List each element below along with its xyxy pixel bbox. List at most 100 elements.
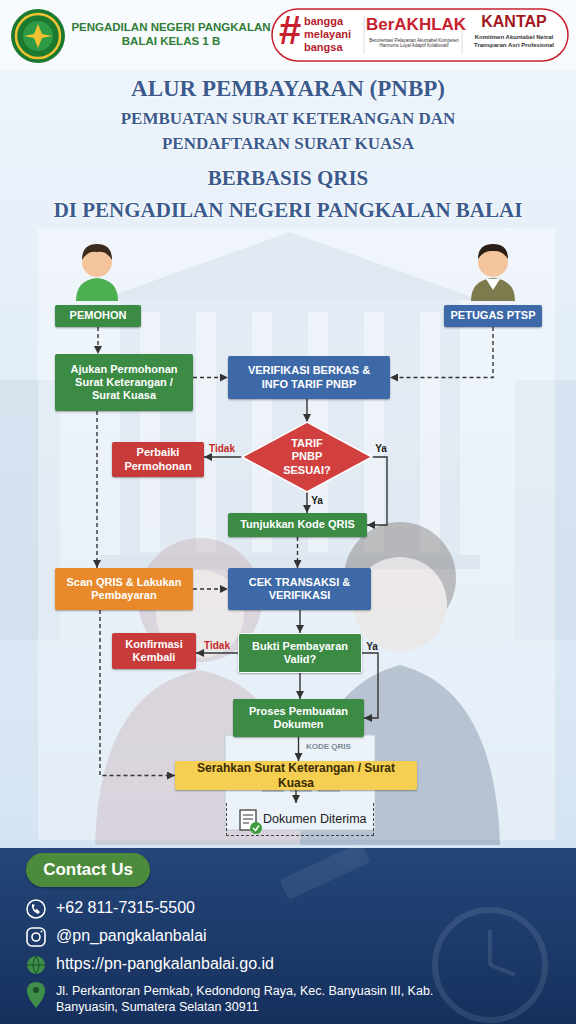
node-text: PEMOHON xyxy=(70,309,127,322)
slogan-badge xyxy=(364,16,365,54)
edge-label: Ya xyxy=(311,495,323,506)
edge-label: Tidak xyxy=(209,443,235,454)
applicant-icon xyxy=(82,244,112,260)
node-text: Contact Us xyxy=(43,860,133,880)
applicant-icon xyxy=(76,278,118,301)
flow-arrow xyxy=(367,457,387,525)
org-name: PENGADILAN NEGERI PANGKALAN BALAI KELAS … xyxy=(66,20,276,49)
slogan-badge xyxy=(272,9,568,61)
flow-arrow xyxy=(306,399,307,422)
slogan-title: BerAKHLAK xyxy=(366,15,462,35)
contact-pill: Contact Us xyxy=(26,853,150,887)
node-text: VERIFIKASI BERKAS & INFO TARIF PNBP xyxy=(234,364,384,390)
role-label: PEMOHON xyxy=(55,305,141,327)
sky-background xyxy=(0,0,576,850)
node-text: Konfirmasi Kembali xyxy=(118,638,190,664)
process-box: Scan QRIS & Lakukan Pembayaran xyxy=(55,568,193,610)
process-box: CEK TRANSAKSI & VERIFIKASI xyxy=(228,568,371,610)
edge-label: Tidak xyxy=(204,640,230,651)
contact-phone: +62 811-7315-5500 xyxy=(56,899,456,917)
contact-icons xyxy=(32,904,40,914)
process-box: Tunjukkan Kode QRIS xyxy=(228,513,367,537)
slogan-hash: # xyxy=(279,10,305,50)
document-icon xyxy=(243,815,253,816)
footer-band xyxy=(490,965,515,975)
contact-icons xyxy=(27,900,45,1008)
node-text: Ajukan Permohonan Surat Keterangan / Sur… xyxy=(61,363,187,403)
officer-icon xyxy=(471,278,515,301)
document-icon xyxy=(243,823,249,824)
slogan-tagline: Komitmen Akuntabel Netral Transparan Asr… xyxy=(468,34,560,50)
node-text: Serahkan Surat Keterangan / Surat Kuasa xyxy=(181,761,411,790)
node-text: Tunjukkan Kode QRIS xyxy=(240,518,355,531)
contact-icons xyxy=(27,956,45,974)
contact-icons xyxy=(32,933,40,941)
flow-arrow xyxy=(299,673,300,699)
slogan-text: bangga melayani bangsa xyxy=(304,15,366,54)
contact-website: https://pn-pangkalanbalai.go.id xyxy=(56,955,456,973)
contact-instagram: @pn_pangkalanbalai xyxy=(56,927,456,945)
contact-icons xyxy=(27,956,45,974)
flow-arrow xyxy=(299,610,300,633)
flow-arrow xyxy=(204,456,242,457)
process-box: Perbaiki Permohonan xyxy=(112,442,204,477)
officer-icon xyxy=(486,279,500,290)
footer-band xyxy=(488,930,492,965)
subtitle: BERBASIS QRIS xyxy=(0,166,576,190)
role-label: PETUGAS PTSP xyxy=(444,305,542,327)
officer-icon xyxy=(478,244,508,259)
document-icon xyxy=(253,826,259,831)
contact-icons xyxy=(33,987,39,993)
process-box: Konfirmasi Kembali xyxy=(112,633,196,669)
contact-icons xyxy=(27,900,45,918)
flow-arrow xyxy=(390,327,493,378)
flow-arrow xyxy=(362,653,378,718)
court-logo xyxy=(11,9,65,63)
court-logo xyxy=(16,14,60,58)
edge-label: Ya xyxy=(375,443,387,454)
document-icon xyxy=(250,822,262,834)
decision-diamond: TARIF PNBP SESUAI? xyxy=(242,422,372,492)
document-icon xyxy=(243,819,253,820)
diamond-shape xyxy=(242,422,372,492)
node-text: CEK TRANSAKSI & VERIFIKASI xyxy=(234,576,365,602)
flow-arrow xyxy=(196,652,238,653)
end-box: Dokumen Diterima xyxy=(226,803,374,836)
flow-arrow xyxy=(298,737,299,761)
applicant-icon xyxy=(76,244,118,301)
node-text: Proses Pembuatan Dokumen xyxy=(239,705,358,731)
process-box: Proses Pembuatan Dokumen xyxy=(233,699,364,737)
document-icon xyxy=(240,810,262,834)
title-text: ALUR PEMBAYARAN (PNBP) xyxy=(0,76,576,102)
node-text: Scan QRIS & Lakukan Pembayaran xyxy=(61,576,187,602)
flow-arrow xyxy=(295,790,296,803)
footer-band xyxy=(280,842,371,900)
footer-band xyxy=(0,842,576,1024)
officer-icon xyxy=(471,244,515,301)
watermark-text: KODE QRIS xyxy=(306,742,376,751)
contact-address: Jl. Perkantoran Pemkab, Kedondong Raya, … xyxy=(56,983,476,1015)
subtitle: DI PENGADILAN NEGERI PANGKALAN BALAI xyxy=(0,198,576,222)
court-logo xyxy=(23,21,53,51)
slogan-tagline: Berorientasi Pelayanan Akuntabel Kompete… xyxy=(368,38,460,49)
slogan-badge xyxy=(272,9,568,61)
court-logo xyxy=(24,24,52,48)
process-box: Ajukan Permohonan Surat Keterangan / Sur… xyxy=(55,354,193,411)
slogan-title: KANTAP xyxy=(466,13,562,31)
flow-arrow xyxy=(306,492,307,513)
contact-icons xyxy=(27,982,45,1008)
process-box: VERIFIKASI BERKAS & INFO TARIF PNBP xyxy=(228,356,390,399)
flow-arrow xyxy=(297,537,298,568)
node-text: Bukti Pembayaran Valid? xyxy=(245,640,355,666)
footer-band xyxy=(0,848,576,1024)
sky-background xyxy=(0,0,576,850)
contact-icons xyxy=(27,928,45,946)
footer-band xyxy=(435,910,545,1020)
flow-arrow xyxy=(96,411,97,568)
flow-arrow xyxy=(193,588,228,589)
flow-arrow xyxy=(193,377,228,378)
process-box: Serahkan Surat Keterangan / Surat Kuasa xyxy=(175,761,417,790)
decision-box: Bukti Pembayaran Valid? xyxy=(238,633,362,673)
